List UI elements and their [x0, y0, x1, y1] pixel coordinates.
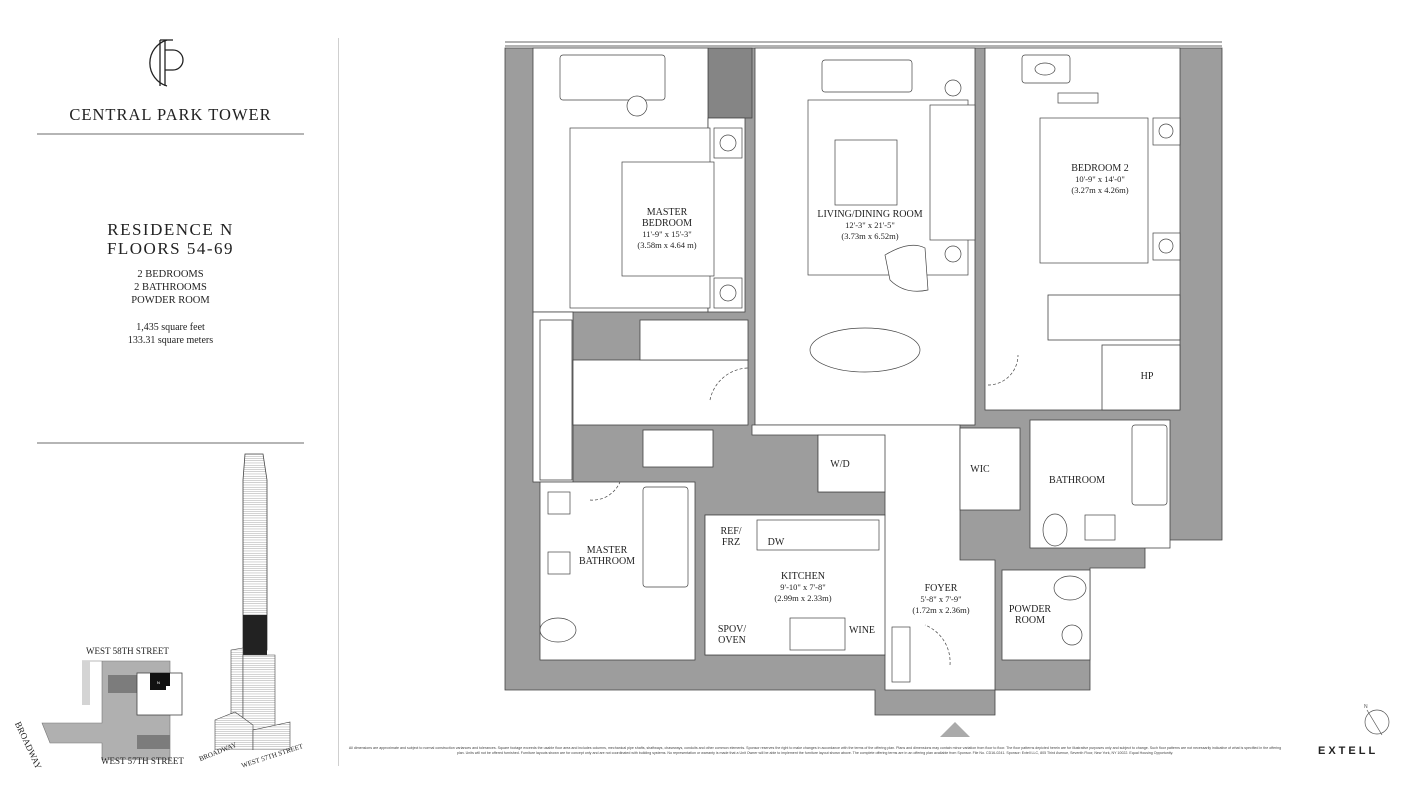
divider	[37, 442, 304, 444]
appliance-name: SPOV/	[717, 624, 747, 635]
room-count-bedrooms: 2 BEDROOMS	[137, 269, 204, 280]
sofa	[929, 104, 976, 241]
room-dims: 12'-3" x 21'-5"	[845, 220, 895, 230]
bathroom-toilet	[1042, 513, 1068, 547]
room-name: KITCHEN	[781, 571, 825, 582]
label-spov-oven: SPOV/ OVEN	[718, 624, 746, 646]
brand-name: CENTRAL PARK TOWER	[69, 105, 272, 124]
north-arrow-icon	[1364, 709, 1390, 736]
residence-title: RESIDENCE N	[107, 220, 234, 239]
residence-heading: RESIDENCE N FLOORS 54-69	[37, 220, 304, 258]
room-dims: 11'-9" x 15'-3"	[642, 229, 692, 239]
label-powder-room: POWDER ROOM	[1009, 604, 1051, 626]
residence-floors: FLOORS 54-69	[106, 239, 235, 258]
room-dims: 5'-8" x 7'-9"	[920, 594, 962, 604]
room-wic	[959, 427, 1021, 511]
site-map-strip	[82, 661, 90, 705]
armchair	[884, 244, 929, 292]
label-living-dining: LIVING/DINING ROOM 12'-3" x 21'-5" (3.73…	[817, 209, 922, 242]
dining-table	[809, 327, 921, 373]
developer-logo: EXTELL	[1318, 745, 1379, 757]
room-count-powder: POWDER ROOM	[131, 295, 210, 306]
coffee-table	[834, 139, 898, 206]
room-name: FOYER	[924, 583, 958, 594]
unit-location-box	[136, 672, 183, 716]
label-bathroom: BATHROOM	[1048, 475, 1106, 486]
label-wd: W/D	[830, 459, 850, 470]
bed-bedroom-2	[1039, 117, 1149, 264]
street-label-58th: WEST 58TH STREET	[86, 646, 169, 656]
sideboard	[821, 59, 913, 93]
label-master-bathroom: MASTER BATHROOM	[579, 545, 635, 567]
label-wine: WINE	[848, 625, 876, 636]
room-name: ROOM	[1014, 615, 1046, 626]
label-hp: HP	[1140, 371, 1154, 382]
hp-closet	[1101, 344, 1181, 411]
entry-arrow-icon	[940, 722, 970, 737]
room-dims-metric: (3.27m x 4.26m)	[1071, 185, 1129, 195]
hallway-master	[572, 359, 749, 426]
powder-toilet	[1053, 575, 1087, 601]
door-swing	[709, 367, 749, 401]
unit-marker	[150, 673, 170, 690]
panel-divider	[338, 38, 339, 766]
site-map: N	[41, 660, 183, 760]
label-master-bedroom: MASTER BEDROOM 11'-9" x 15'-3" (3.58m x …	[637, 207, 697, 251]
room-dims-metric: (3.73m x 6.52m)	[841, 231, 899, 241]
disclaimer: All dimensions are approximate and subje…	[348, 746, 1282, 755]
master-toilet	[539, 617, 577, 643]
room-summary: 2 BEDROOMS 2 BATHROOMS POWDER ROOM	[37, 268, 304, 307]
master-bathtub	[642, 486, 689, 588]
room-name: BEDROOM 2	[1071, 163, 1129, 174]
room-dims-metric: (2.99m x 2.33m)	[774, 593, 832, 603]
master-bed	[621, 161, 715, 277]
label-wic: WIC	[970, 464, 990, 475]
north-arrow-label: N	[1364, 704, 1368, 710]
tower-illustration	[214, 453, 291, 750]
label-kitchen: KITCHEN 9'-10" x 7'-8" (2.99m x 2.33m)	[774, 571, 831, 604]
area-sqm: 133.31 square meters	[127, 335, 214, 346]
area-sqft: 1,435 square feet	[136, 322, 205, 333]
label-dw: DW	[767, 537, 785, 548]
wd-closet	[817, 434, 886, 493]
cpt-logo-icon	[149, 39, 184, 87]
room-dims-metric: (1.72m x 2.36m)	[912, 605, 970, 615]
appliance-name: REF/	[720, 526, 742, 537]
room-name: MASTER BEDROOM	[641, 207, 692, 229]
room-name: MASTER	[586, 545, 628, 556]
kitchen-counter	[756, 519, 880, 551]
residence-floors-highlight	[243, 615, 267, 655]
bathtub-master-bedroom-area	[559, 54, 666, 101]
appliance-name: OVEN	[718, 635, 746, 646]
divider	[37, 133, 304, 135]
cooktop	[789, 617, 846, 651]
column	[707, 47, 753, 119]
label-ref-frz: REF/ FRZ	[720, 526, 741, 548]
room-dims: 9'-10" x 7'-8"	[780, 582, 826, 592]
appliance-name: FRZ	[721, 537, 741, 548]
label-foyer: FOYER 5'-8" x 7'-9" (1.72m x 2.36m)	[912, 583, 969, 616]
label-bedroom-2: BEDROOM 2 10'-9" x 14'-0" (3.27m x 4.26m…	[1071, 163, 1129, 196]
street-label-57th: WEST 57TH STREET	[101, 756, 184, 766]
area-summary: 1,435 square feet 133.31 square meters	[37, 321, 304, 347]
closet-master	[539, 319, 573, 481]
unit-marker-label: N	[157, 680, 160, 685]
closet-bedroom-2	[1047, 294, 1181, 341]
room-name: LIVING/DINING ROOM	[817, 209, 923, 220]
bathroom-tub	[1131, 424, 1168, 506]
room-dims-metric: (3.58m x 4.64 m)	[637, 240, 697, 250]
room-name: BATHROOM	[578, 556, 636, 567]
room-count-bathrooms: 2 BATHROOMS	[134, 282, 207, 293]
room-dims: 10'-9" x 14'-0"	[1075, 174, 1125, 184]
room-name: POWDER	[1008, 604, 1052, 615]
